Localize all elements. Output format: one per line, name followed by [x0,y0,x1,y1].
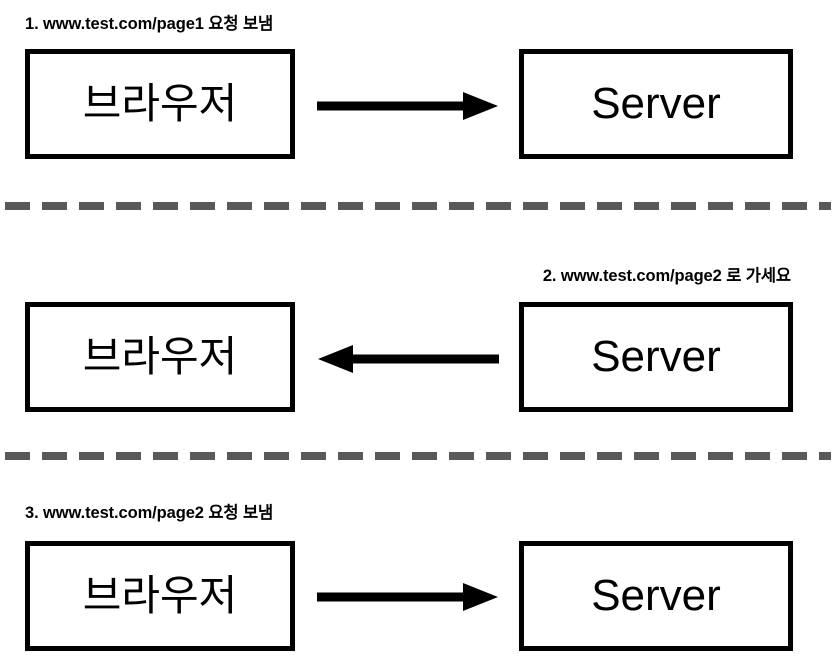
section-divider-1 [0,202,836,210]
step-3-server-label: Server [591,571,721,620]
step-1-server-box: Server [519,49,793,159]
step-2-server-label: Server [591,332,721,381]
step-2-server-box: Server [519,302,793,412]
step-3-server-box: Server [519,541,793,651]
step-2-browser-box: 브라우저 [25,302,295,412]
step-1-browser-box: 브라우저 [25,49,295,159]
step-1-browser-label: 브라우저 [82,80,238,127]
step-3-caption: 3. www.test.com/page2 요청 보냄 [25,504,274,522]
step-2-caption: 2. www.test.com/page2 로 가세요 [542,267,791,285]
step-1-caption: 1. www.test.com/page1 요청 보냄 [25,15,274,33]
step-2-browser-label: 브라우저 [82,333,238,380]
step-3-browser-box: 브라우저 [25,541,295,651]
step-3-arrow-right [313,577,503,617]
section-divider-2 [0,452,836,460]
step-3-browser-label: 브라우저 [82,572,238,619]
step-1-server-label: Server [591,79,721,128]
step-2-arrow-left [313,339,503,379]
step-1-arrow-right [313,86,503,126]
